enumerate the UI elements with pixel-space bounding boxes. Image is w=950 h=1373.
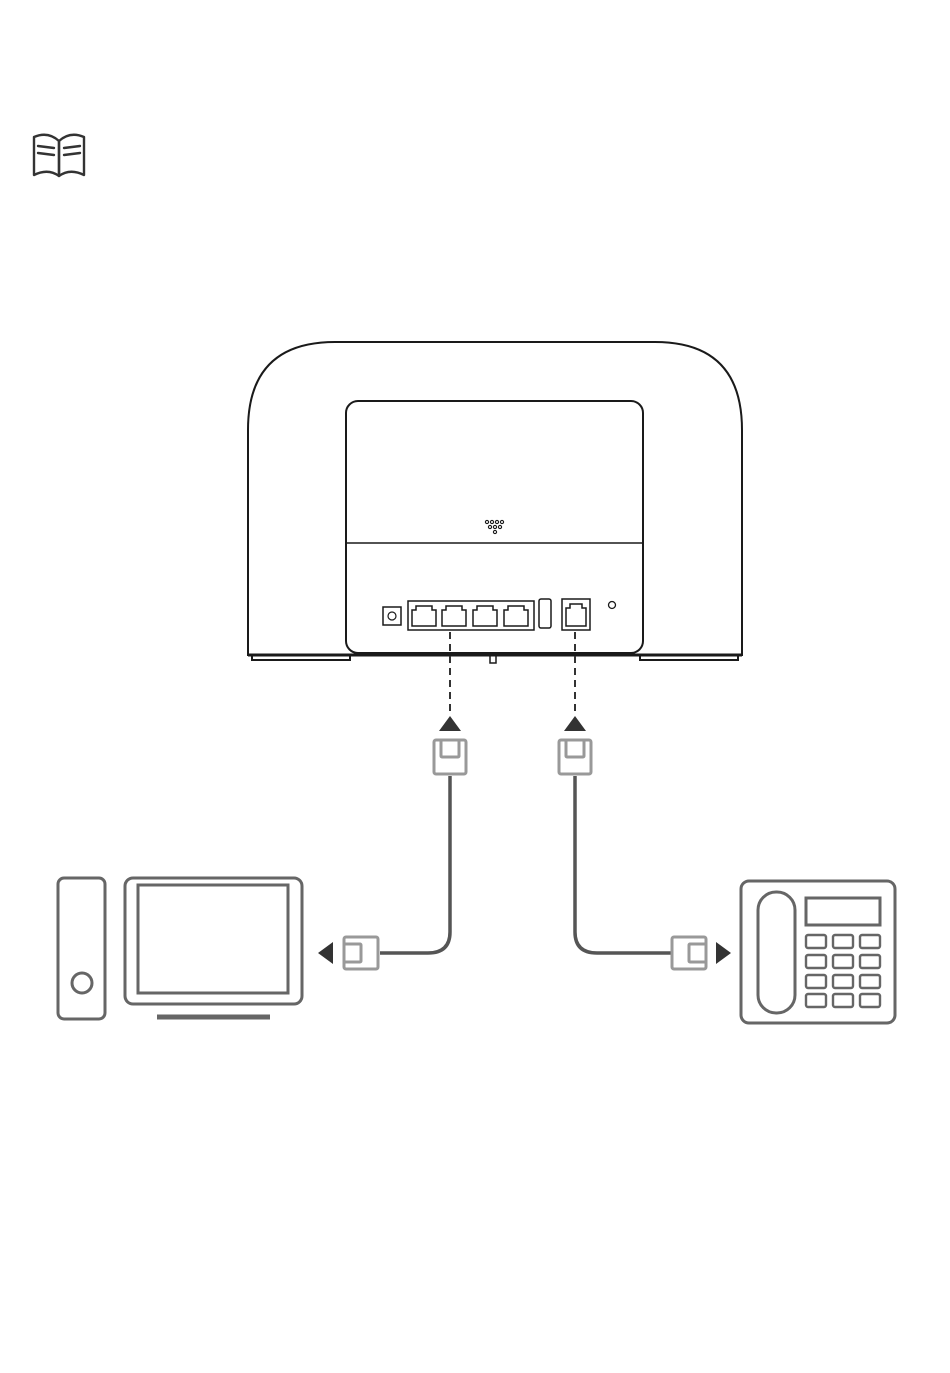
- phone-insert-arrow: [564, 716, 586, 731]
- open-book-icon: [34, 135, 84, 176]
- computer-power-button: [72, 973, 92, 993]
- rj11-plug-icon: [672, 937, 706, 969]
- desktop-computer-icon: [58, 878, 302, 1019]
- lan-device-arrow: [318, 942, 333, 964]
- rj45-plug-icon: [434, 740, 466, 774]
- rj45-plug-icon: [344, 937, 378, 969]
- lan-insert-arrow: [439, 716, 461, 731]
- lan-cable: [318, 740, 466, 969]
- computer-screen: [138, 885, 288, 993]
- phone-display: [806, 898, 880, 925]
- router-back-icon: [248, 342, 742, 663]
- phone-cable: [559, 740, 731, 969]
- phone-device-arrow: [716, 942, 731, 964]
- rj11-plug-icon: [559, 740, 591, 774]
- landline-phone-icon: [741, 881, 895, 1023]
- computer-tower: [58, 878, 105, 1019]
- phone-handset: [758, 892, 795, 1013]
- router-rear-panel: [346, 401, 643, 653]
